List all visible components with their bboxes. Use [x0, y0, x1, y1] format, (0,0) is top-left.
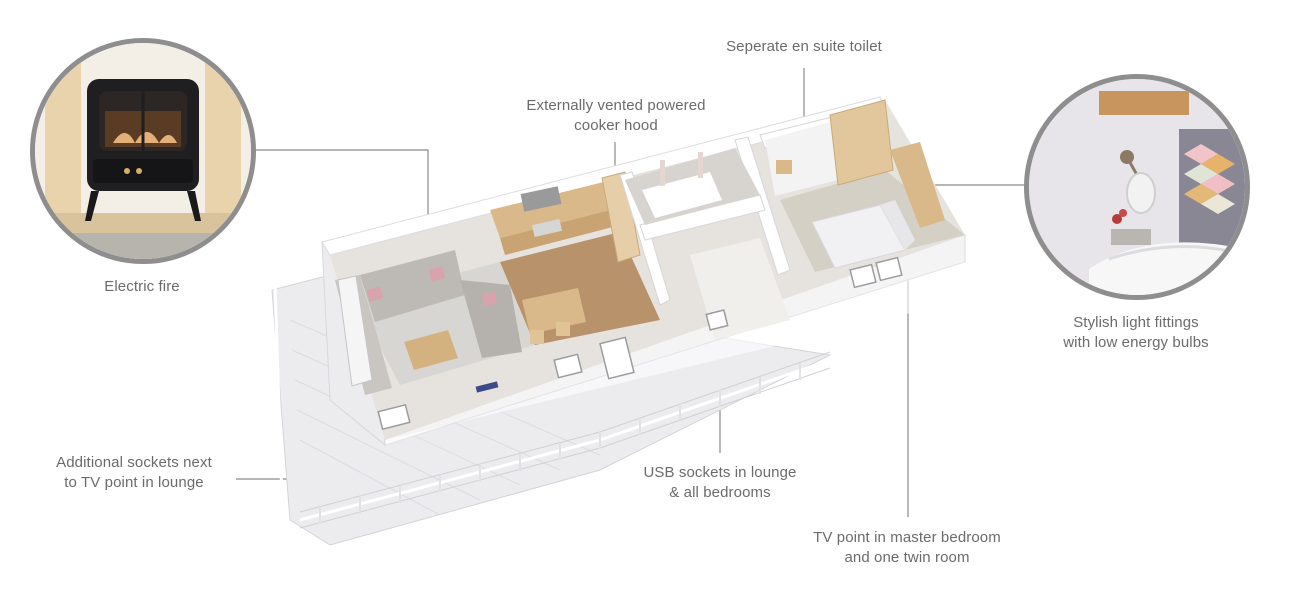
- sign-plate: [475, 381, 499, 393]
- electric-fire-photo: [35, 43, 251, 259]
- label-sockets-lounge: Additional sockets next to TV point in l…: [56, 454, 212, 491]
- window-front-4: [849, 263, 877, 289]
- light-fittings-inset: [1024, 74, 1250, 300]
- label-tv-point: TV point in master bedroom and one twin …: [813, 529, 1001, 566]
- door-front: [599, 336, 635, 380]
- window-front-2: [553, 353, 583, 379]
- window-front-3: [705, 309, 729, 331]
- sink: [532, 219, 562, 237]
- kitchen-worktop: [490, 178, 630, 238]
- wardrobe: [829, 99, 894, 186]
- label-usb-sockets: USB sockets in lounge & all bedrooms: [643, 464, 797, 501]
- cooker-hood: [520, 186, 562, 212]
- label-cooker-hood: Externally vented powered cooker hood: [526, 97, 706, 134]
- label-electric-fire: Electric fire: [104, 278, 180, 295]
- light-fittings-photo: [1029, 79, 1245, 295]
- window-front-1: [377, 403, 411, 431]
- coffee-table: [404, 330, 458, 370]
- label-en-suite: Seperate en suite toilet: [726, 38, 882, 55]
- window-front-5: [875, 256, 903, 282]
- electric-fire-inset: [30, 38, 256, 264]
- label-light-fittings: Stylish light fittings with low energy b…: [1063, 314, 1209, 351]
